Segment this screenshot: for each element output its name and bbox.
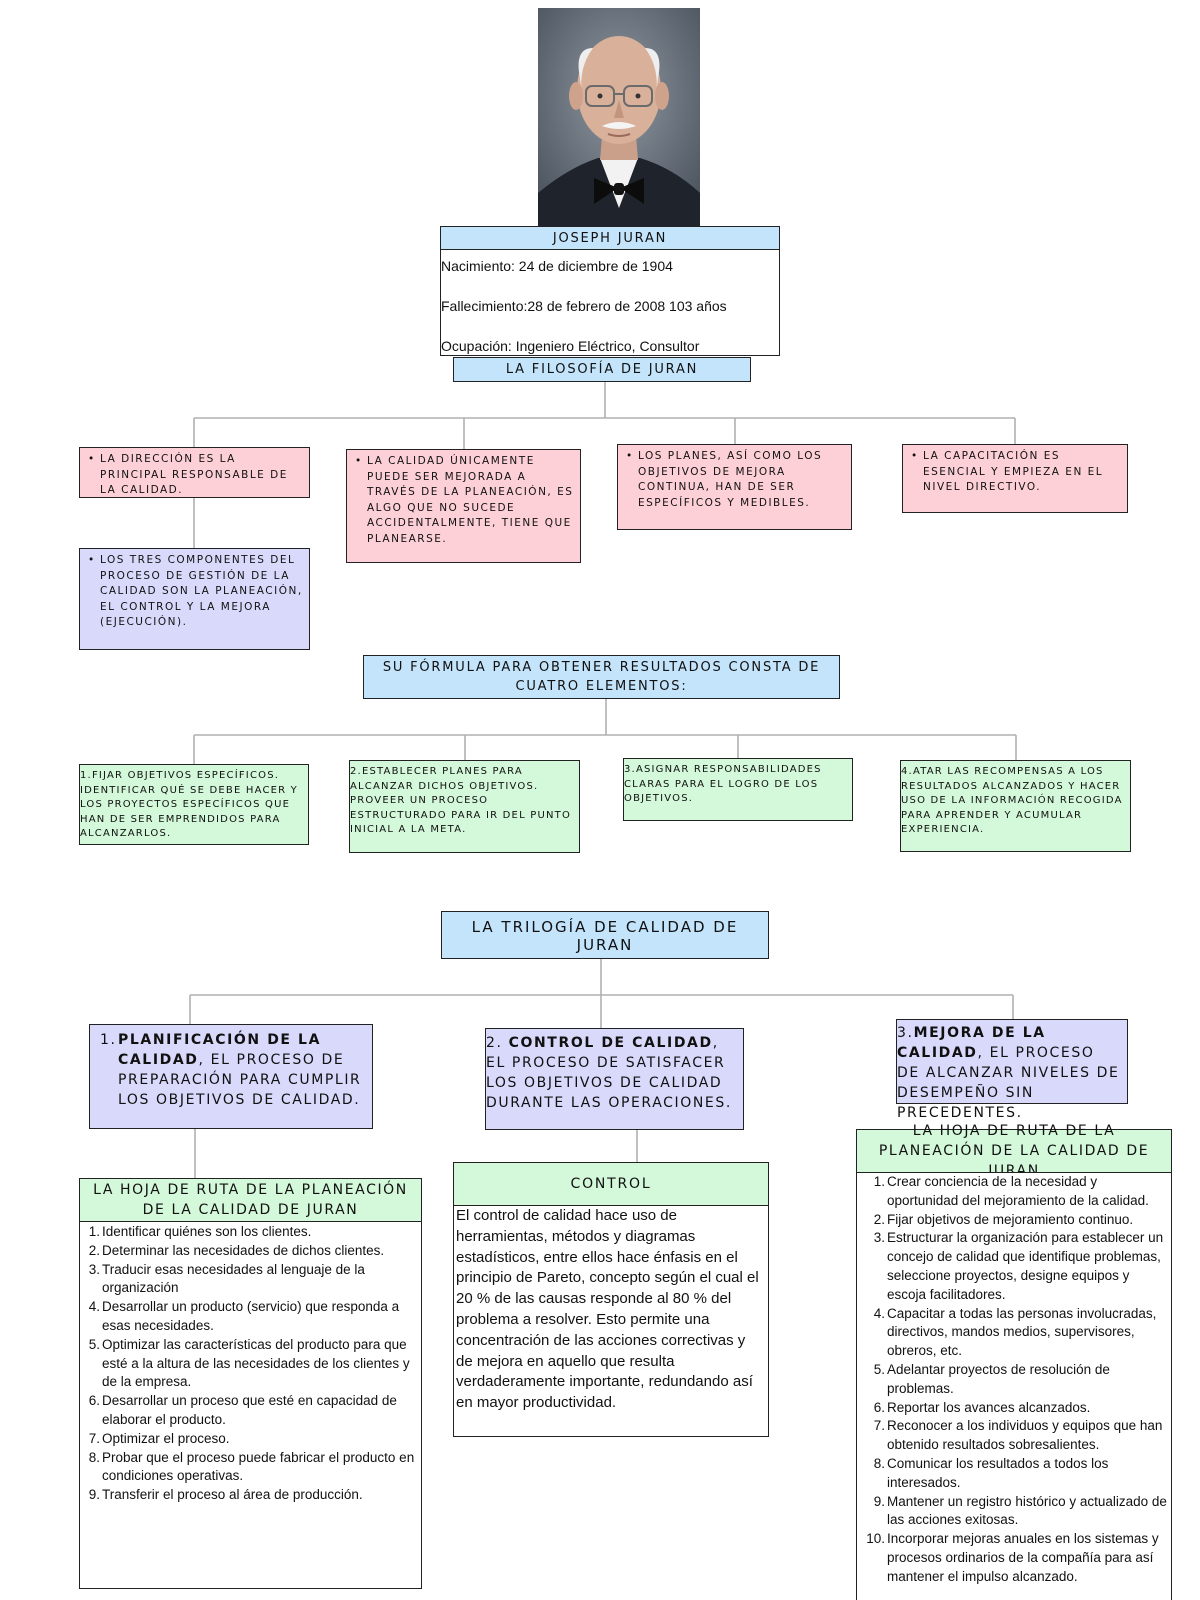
roadmap-left-item-number: 1. (88, 1224, 100, 1239)
roadmap-left-item-number: 8. (88, 1449, 100, 1465)
trilogy-improvement-bold: MEJORA DE LA CALIDAD (897, 1025, 1046, 1061)
roadmap-right-item-number: 8. (873, 1455, 885, 1471)
philosophy-item-2-text: LA CALIDAD ÚNICAMENTE PUEDE SER MEJORADA… (353, 454, 574, 547)
roadmap-right-item-number: 9. (873, 1493, 885, 1509)
roadmap-left-item-number: 7. (88, 1430, 100, 1446)
roadmap-right-item-number: 10. (866, 1531, 885, 1547)
roadmap-right-item: 3.Estructurar la organización para estab… (865, 1229, 1169, 1304)
roadmap-right-item: 10.Incorporar mejoras anuales en los sis… (865, 1530, 1169, 1586)
philosophy-item-1-text: LA DIRECCIÓN ES LA PRINCIPAL RESPONSABLE… (86, 452, 305, 499)
formula-item-3: 3.ASIGNAR RESPONSABILIDADES CLARAS PARA … (623, 758, 853, 821)
roadmap-right-item: 5.Adelantar proyectos de resolución de p… (865, 1361, 1169, 1399)
roadmap-right-item: 9.Mantener un registro histórico y actua… (865, 1493, 1169, 1531)
philosophy-item-2: LA CALIDAD ÚNICAMENTE PUEDE SER MEJORADA… (346, 449, 581, 563)
roadmap-left-item-text: Optimizar el proceso. (102, 1430, 230, 1446)
roadmap-left-item: 9.Transferir el proceso al área de produ… (88, 1486, 417, 1505)
philosophy-title: LA FILOSOFÍA DE JURAN (453, 357, 751, 382)
roadmap-right-item-text: Reportar los avances alcanzados. (887, 1399, 1091, 1415)
roadmap-left-item: 1.Identificar quiénes son los clientes. (88, 1223, 417, 1242)
roadmap-left-item-number: 9. (88, 1487, 100, 1503)
roadmap-left-item-text: Probar que el proceso puede fabricar el … (102, 1449, 415, 1484)
roadmap-right-item: 7.Reconocer a los individuos y equipos q… (865, 1417, 1169, 1455)
portrait-photo (538, 8, 700, 226)
roadmap-right-item: 8.Comunicar los resultados a todos los i… (865, 1455, 1169, 1493)
philosophy-sub-item: LOS TRES COMPONENTES DEL PROCESO DE GEST… (79, 548, 310, 650)
roadmap-left-item-text: Optimizar las características del produc… (102, 1336, 410, 1390)
control-title: CONTROL (453, 1162, 769, 1206)
philosophy-sub-item-text: LOS TRES COMPONENTES DEL PROCESO DE GEST… (86, 553, 305, 631)
profile-birth: Nacimiento: 24 de diciembre de 1904 (441, 258, 673, 274)
roadmap-right-item-text: Reconocer a los individuos y equipos que… (887, 1418, 1163, 1453)
roadmap-right-item-text: Adelantar proyectos de resolución de pro… (887, 1361, 1110, 1396)
trilogy-control-num: 2. (486, 1035, 509, 1051)
control-text: El control de calidad hace uso de herram… (453, 1205, 769, 1437)
roadmap-right-item-number: 2. (873, 1211, 885, 1227)
roadmap-left-item: 5.Optimizar las características del prod… (88, 1336, 417, 1392)
roadmap-left-item-number: 5. (88, 1336, 100, 1352)
roadmap-right-list: 1.Crear conciencia de la necesidad y opo… (856, 1172, 1172, 1600)
roadmap-left-item-number: 3. (88, 1261, 100, 1277)
trilogy-control-bold: CONTROL DE CALIDAD (508, 1035, 713, 1051)
roadmap-left-item-text: Traducir esas necesidades al lenguaje de… (102, 1261, 365, 1296)
roadmap-left-item-text: Determinar las necesidades de dichos cli… (102, 1242, 385, 1258)
roadmap-left-item-number: 4. (88, 1299, 100, 1315)
philosophy-item-3: LOS PLANES, ASÍ COMO LOS OBJETIVOS DE ME… (617, 444, 852, 530)
roadmap-right-item: 4.Capacitar a todas las personas involuc… (865, 1305, 1169, 1361)
trilogy-planning-rest: , EL PROCESO DE PREPARACIÓN PARA CUMPLIR… (118, 1052, 362, 1108)
roadmap-right-item-number: 6. (873, 1399, 885, 1415)
roadmap-right-item-text: Capacitar a todas las personas involucra… (887, 1305, 1157, 1359)
roadmap-right-item-text: Fijar objetivos de mejoramiento continuo… (887, 1211, 1134, 1227)
trilogy-title: LA TRILOGÍA DE CALIDAD DE JURAN (441, 911, 769, 959)
roadmap-left-item: 4.Desarrollar un producto (servicio) que… (88, 1298, 417, 1336)
roadmap-right-item-number: 1. (873, 1174, 885, 1189)
profile-death: Fallecimiento:28 de febrero de 2008 103 … (441, 298, 727, 314)
trilogy-planning-num: 1. (100, 1032, 117, 1048)
philosophy-item-4-text: LA CAPACITACIÓN ES ESENCIAL Y EMPIEZA EN… (909, 449, 1121, 496)
roadmap-left-item: 2.Determinar las necesidades de dichos c… (88, 1242, 417, 1261)
roadmap-right-item-text: Incorporar mejoras anuales en los sistem… (887, 1531, 1159, 1584)
philosophy-item-3-text: LOS PLANES, ASÍ COMO LOS OBJETIVOS DE ME… (624, 449, 845, 511)
trilogy-improvement-num: 3. (897, 1025, 914, 1041)
roadmap-left-item-text: Identificar quiénes son los clientes. (102, 1224, 312, 1239)
formula-item-4: 4.ATAR LAS RECOMPENSAS A LOS RESULTADOS … (900, 760, 1131, 852)
roadmap-right-item-text: Mantener un registro histórico y actuali… (887, 1493, 1167, 1528)
formula-item-2: 2.ESTABLECER PLANES PARA ALCANZAR DICHOS… (349, 760, 580, 853)
trilogy-planning: 1. PLANIFICACIÓN DE LA CALIDAD, EL PROCE… (89, 1024, 373, 1129)
trilogy-improvement: 3.MEJORA DE LA CALIDAD, EL PROCESO DE AL… (896, 1019, 1128, 1121)
profile-name: JOSEPH JURAN (440, 226, 780, 250)
roadmap-right-title: LA HOJA DE RUTA DE LA PLANEACIÓN DE LA C… (856, 1123, 1172, 1179)
roadmap-right-item: 1.Crear conciencia de la necesidad y opo… (865, 1173, 1169, 1211)
roadmap-right-item-number: 3. (873, 1230, 885, 1246)
roadmap-left-item: 7.Optimizar el proceso. (88, 1430, 417, 1449)
roadmap-right-item-number: 4. (873, 1305, 885, 1321)
formula-item-1: 1.FIJAR OBJETIVOS ESPECÍFICOS. IDENTIFIC… (79, 764, 309, 845)
roadmap-right-item-text: Crear conciencia de la necesidad y oport… (887, 1174, 1149, 1208)
roadmap-left-item-text: Transferir el proceso al área de producc… (102, 1487, 363, 1503)
roadmap-left-list: 1.Identificar quiénes son los clientes.2… (79, 1221, 422, 1589)
trilogy-control-rest: , EL PROCESO DE SATISFACER LOS OBJETIVOS… (486, 1035, 732, 1111)
roadmap-left-item-text: Desarrollar un producto (servicio) que r… (102, 1299, 400, 1333)
philosophy-item-4: LA CAPACITACIÓN ES ESENCIAL Y EMPIEZA EN… (902, 444, 1128, 513)
philosophy-item-1: LA DIRECCIÓN ES LA PRINCIPAL RESPONSABLE… (79, 447, 310, 498)
roadmap-left-item: 6.Desarrollar un proceso que esté en cap… (88, 1392, 417, 1430)
trilogy-control: 2. CONTROL DE CALIDAD, EL PROCESO DE SAT… (485, 1028, 744, 1130)
roadmap-left-item-text: Desarrollar un proceso que esté en capac… (102, 1393, 397, 1427)
roadmap-right-item: 6.Reportar los avances alcanzados. (865, 1399, 1169, 1418)
roadmap-left-item: 8.Probar que el proceso puede fabricar e… (88, 1449, 417, 1487)
roadmap-right-item-text: Estructurar la organización para estable… (887, 1230, 1164, 1302)
trilogy-improvement-rest: , EL PROCESO DE ALCANZAR NIVELES DE DESE… (897, 1045, 1120, 1121)
roadmap-left-item-number: 2. (88, 1242, 100, 1258)
trilogy-planning-bold: PLANIFICACIÓN DE LA CALIDAD (118, 1032, 322, 1068)
roadmap-right-item-number: 7. (873, 1418, 885, 1434)
roadmap-left-item-number: 6. (88, 1393, 100, 1409)
formula-title: SU FÓRMULA PARA OBTENER RESULTADOS CONST… (363, 655, 840, 699)
profile-occupation: Ocupación: Ingeniero Eléctrico, Consulto… (441, 338, 700, 354)
roadmap-right-item-number: 5. (873, 1361, 885, 1377)
profile-details: Nacimiento: 24 de diciembre de 1904 Fall… (440, 249, 780, 356)
roadmap-left-item: 3.Traducir esas necesidades al lenguaje … (88, 1261, 417, 1299)
roadmap-right-item: 2.Fijar objetivos de mejoramiento contin… (865, 1211, 1169, 1230)
roadmap-left-title: LA HOJA DE RUTA DE LA PLANEACIÓN DE LA C… (79, 1178, 422, 1222)
roadmap-right-item-text: Comunicar los resultados a todos los int… (887, 1455, 1109, 1490)
